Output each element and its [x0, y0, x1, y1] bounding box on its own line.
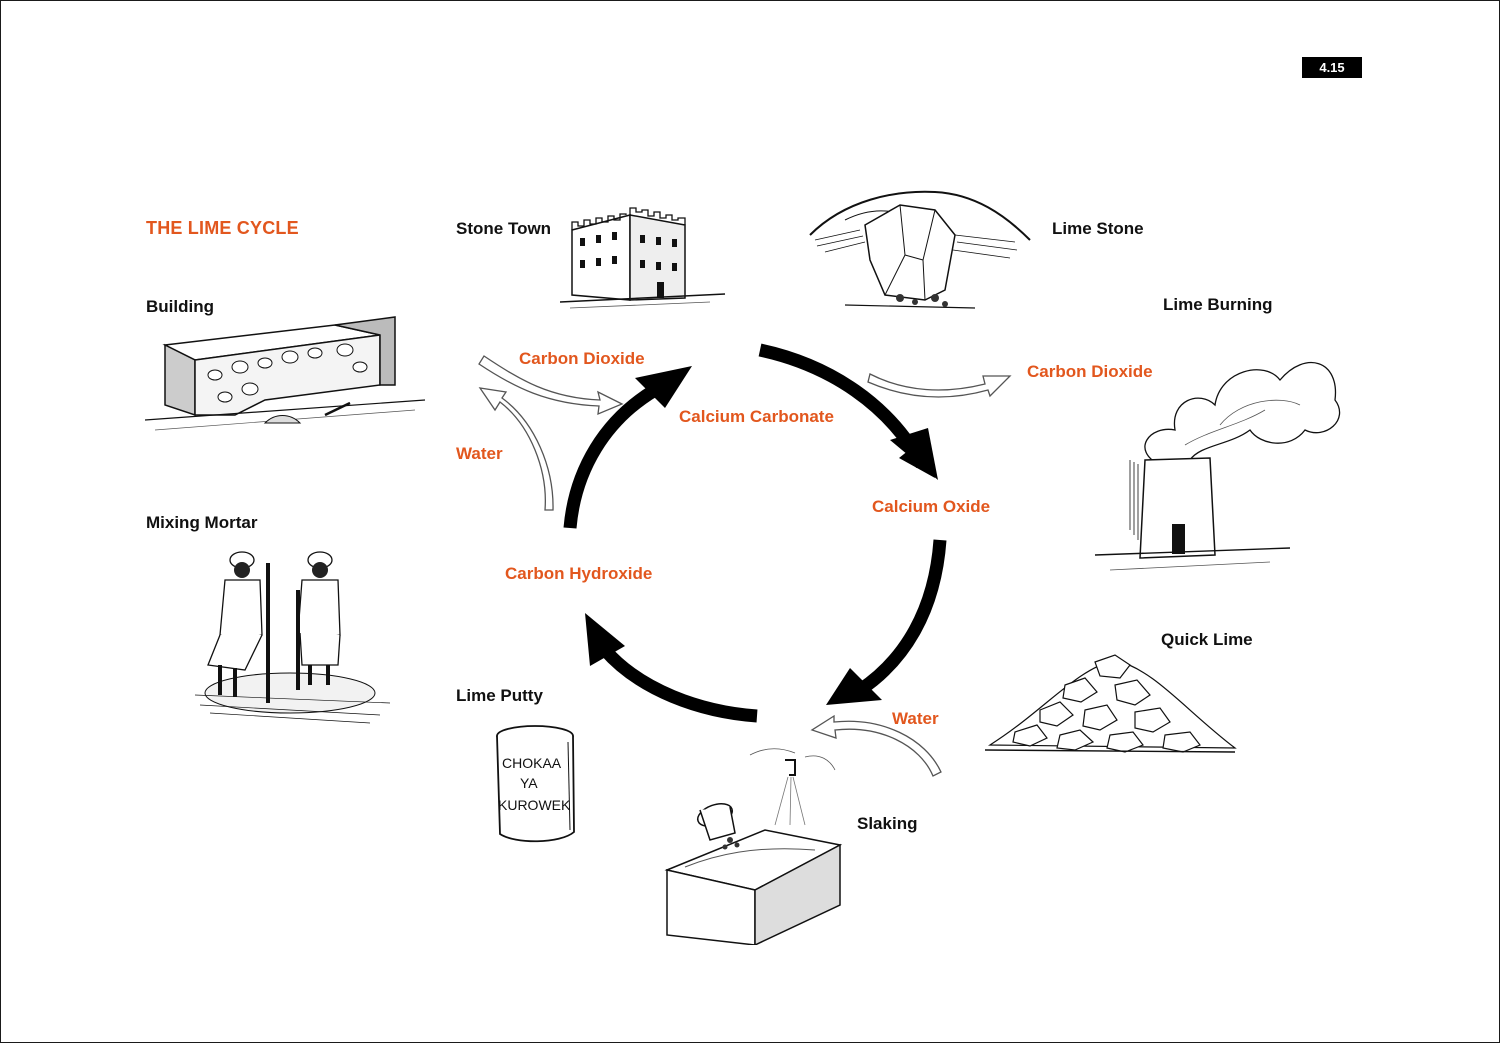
kiln-smoke-illustration [1094, 362, 1341, 571]
flow-arrow-water-right [810, 714, 942, 777]
cycle-arrowhead-hydroxide [585, 613, 625, 666]
diagram-title: THE LIME CYCLE [146, 218, 299, 238]
stage-label-slaking: Slaking [857, 814, 918, 833]
stage-label-building: Building [146, 297, 214, 316]
flow-arrow-co2-left [478, 355, 624, 416]
cycle-arrow-oxide-to-slaking [856, 539, 947, 696]
stage-label-mixing-mortar: Mixing Mortar [146, 513, 258, 532]
flow-label-water-left: Water [456, 444, 503, 463]
cycle-arrowhead-carbonate [635, 366, 692, 408]
flow-label-carbon-dioxide-right: Carbon Dioxide [1027, 362, 1153, 381]
compound-label-calcium-oxide: Calcium Oxide [872, 497, 991, 516]
compound-label-calcium-carbonate: Calcium Carbonate [679, 407, 834, 426]
flow-arrow-co2-right [867, 373, 1012, 398]
putty-can-text-3: KUROWEK [498, 797, 571, 813]
limestone-quarry-illustration [809, 190, 1031, 309]
cycle-arrow-carbonate-to-oxide [758, 343, 928, 469]
cycle-arrowhead-slaking [826, 668, 882, 705]
stage-label-stone-town: Stone Town [456, 219, 552, 238]
stage-label-lime-burning: Lime Burning [1163, 295, 1273, 314]
stage-label-quick-lime: Quick Lime [1161, 630, 1253, 649]
quick-lime-pile-illustration [985, 654, 1237, 753]
lime-putty-can-illustration: CHOKAA YA KUROWEK [496, 725, 575, 843]
mixing-mortar-illustration [194, 551, 391, 724]
cycle-arrow-hydroxide-to-carbonate [563, 384, 659, 529]
putty-can-text-1: CHOKAA [502, 755, 562, 771]
stone-town-illustration [560, 207, 726, 309]
flow-label-carbon-dioxide-left: Carbon Dioxide [519, 349, 645, 368]
cycle-arrow-slaking-to-hydroxide [600, 645, 758, 723]
flow-arrow-water-left [478, 387, 554, 511]
stage-label-lime-stone: Lime Stone [1052, 219, 1144, 238]
putty-can-text-2: YA [520, 775, 538, 791]
slaking-tank-illustration [664, 748, 843, 945]
stage-label-lime-putty: Lime Putty [456, 686, 543, 705]
compound-label-carbon-hydroxide: Carbon Hydroxide [505, 564, 653, 583]
flow-label-water-right: Water [892, 709, 939, 728]
building-wall-illustration [145, 316, 426, 431]
page-number-badge: 4.15 [1302, 57, 1362, 78]
